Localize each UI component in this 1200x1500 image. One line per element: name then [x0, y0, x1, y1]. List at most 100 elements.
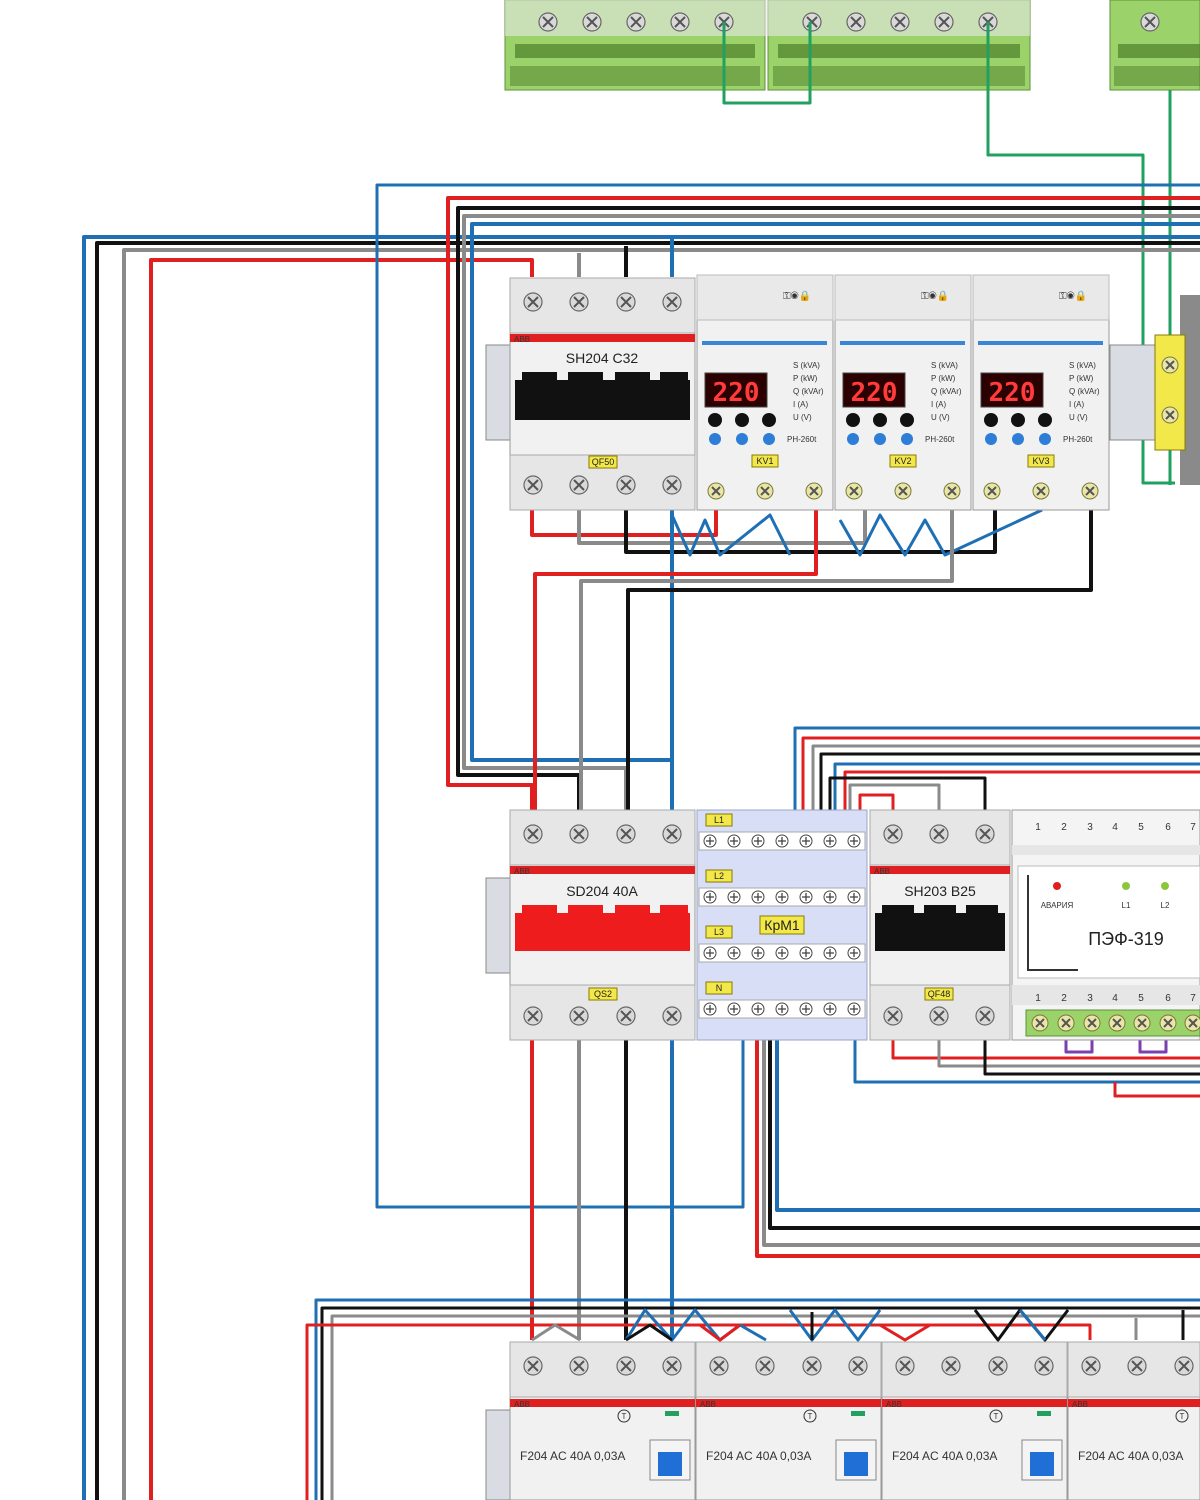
param-label: I (A) [793, 400, 808, 409]
phase-l1-label: L1 [714, 815, 724, 825]
test-button[interactable] [989, 1409, 1003, 1423]
qs2-model-label: SD204 40A [566, 883, 638, 899]
qf48-tag: QF48 [928, 989, 951, 999]
l1-led-label: L1 [1122, 901, 1131, 910]
breaker-qf48[interactable]: ABB SH203 B25 QF48 [869, 809, 1011, 1041]
qs2-toggles[interactable] [515, 905, 690, 951]
monitor-model-label: ПЭФ-319 [1088, 929, 1164, 949]
param-label: P (kW) [931, 374, 956, 383]
relay-kv3[interactable]: ⚿◉🔒 220 S (kVA) P (kW) Q (kVAr) I (A) U … [972, 274, 1110, 511]
down-button[interactable] [874, 433, 886, 445]
breaker-qf50[interactable]: ABB SH204 C32 QF50 [509, 277, 696, 511]
brand-logo: ABB [886, 1400, 902, 1409]
rcd-1-toggle[interactable] [658, 1452, 682, 1476]
kv1-tag: KV1 [756, 456, 773, 466]
kv2-tag: KV2 [894, 456, 911, 466]
rcd-4-model: F204 AC 40A 0,03A [1078, 1449, 1183, 1463]
qf48-toggles[interactable] [875, 905, 1005, 951]
qf48-model-label: SH203 B25 [904, 883, 976, 899]
qs2-tag: QS2 [594, 989, 612, 999]
alarm-label: АВАРИЯ [1041, 901, 1074, 910]
test-label: T [1180, 1412, 1185, 1421]
terminal-number: 2 [1061, 822, 1067, 833]
up-button[interactable] [1039, 433, 1051, 445]
switch-qs2[interactable]: ABB SD204 40A QS2 [509, 809, 696, 1041]
param-label: Q (kVAr) [1069, 387, 1100, 396]
terminal-number: 3 [1087, 822, 1093, 833]
phase-l2-label: L2 [714, 871, 724, 881]
wires [82, 22, 1200, 1500]
down-button[interactable] [736, 433, 748, 445]
param-label: U (V) [793, 413, 812, 422]
l2-led [1161, 882, 1169, 890]
param-label: P (kW) [793, 374, 818, 383]
rcd-1[interactable]: ABB T F204 AC 40A 0,03A [509, 1341, 696, 1500]
kv2-display: 220 [851, 378, 898, 408]
kv1-display: 220 [713, 378, 760, 408]
l2-led-label: L2 [1161, 901, 1170, 910]
relay-kv1[interactable]: ⚿◉🔒 220 S (kVA) P (kW) Q (kVAr) I (A) U … [696, 274, 834, 511]
rcd-3[interactable]: ABB T F204 AC 40A 0,03A [881, 1341, 1068, 1500]
lock-icon: ⚿◉🔒 [783, 290, 811, 302]
param-label: I (A) [1069, 400, 1084, 409]
rcd-2-toggle[interactable] [844, 1452, 868, 1476]
ok-button[interactable] [709, 433, 721, 445]
terminal-number: 1 [1035, 822, 1041, 833]
lock-icon: ⚿◉🔒 [921, 290, 949, 302]
up-button[interactable] [901, 433, 913, 445]
qf50-toggles[interactable] [515, 372, 690, 420]
param-label: P (kW) [1069, 374, 1094, 383]
rcd-2-model: F204 AC 40A 0,03A [706, 1449, 811, 1463]
terminal-number: 4 [1112, 822, 1118, 833]
brand-logo: ABB [514, 867, 530, 876]
terminal-number: 6 [1165, 993, 1171, 1004]
relay-kv2[interactable]: ⚿◉🔒 220 S (kVA) P (kW) Q (kVAr) I (A) U … [834, 274, 972, 511]
test-button[interactable] [803, 1409, 817, 1423]
up-button[interactable] [763, 433, 775, 445]
down-button[interactable] [1012, 433, 1024, 445]
ok-button[interactable] [985, 433, 997, 445]
param-label: S (kVA) [793, 361, 820, 370]
test-label: T [994, 1412, 999, 1421]
terminal-number: 7 [1190, 993, 1196, 1004]
rcd-3-model: F204 AC 40A 0,03A [892, 1449, 997, 1463]
busbar-krm1: L1 L2 L3 N КрМ1 [696, 809, 868, 1041]
monitor-pef319[interactable]: 1 2 3 4 5 6 7 АВАРИЯ L1 L2 ПЭФ-319 1 2 3… [1011, 809, 1200, 1041]
brand-logo: ABB [514, 1400, 530, 1409]
brand-logo: ABB [514, 335, 530, 344]
brand-logo: ABB [700, 1400, 716, 1409]
test-label: T [808, 1412, 813, 1421]
brand-logo: ABB [1072, 1400, 1088, 1409]
param-label: S (kVA) [1069, 361, 1096, 370]
kv2-model: PH-260t [925, 435, 955, 444]
kv3-tag: KV3 [1032, 456, 1049, 466]
l1-led [1122, 882, 1130, 890]
param-label: S (kVA) [931, 361, 958, 370]
test-button[interactable] [1175, 1409, 1189, 1423]
qf50-tag: QF50 [592, 457, 615, 467]
terminal-number: 5 [1138, 822, 1144, 833]
phase-l3-label: L3 [714, 927, 724, 937]
ok-button[interactable] [847, 433, 859, 445]
kv3-display: 220 [989, 378, 1036, 408]
terminal-number: 1 [1035, 993, 1041, 1004]
test-button[interactable] [617, 1409, 631, 1423]
param-label: Q (kVAr) [793, 387, 824, 396]
terminal-number: 3 [1087, 993, 1093, 1004]
kv3-model: PH-260t [1063, 435, 1093, 444]
qf50-model-label: SH204 C32 [566, 350, 639, 366]
phase-n-label: N [716, 983, 723, 993]
lock-icon: ⚿◉🔒 [1059, 290, 1087, 302]
rcd-4[interactable]: ABB T F204 AC 40A 0,03A [1067, 1341, 1200, 1500]
terminal-number: 5 [1138, 993, 1144, 1004]
test-label: T [622, 1412, 627, 1421]
terminal-number: 6 [1165, 822, 1171, 833]
rcd-1-model: F204 AC 40A 0,03A [520, 1449, 625, 1463]
terminal-number: 7 [1190, 822, 1196, 833]
busbar-tag: КрМ1 [764, 917, 800, 933]
param-label: I (A) [931, 400, 946, 409]
rcd-3-toggle[interactable] [1030, 1452, 1054, 1476]
rcd-2[interactable]: ABB T F204 AC 40A 0,03A [695, 1341, 882, 1500]
param-label: U (V) [1069, 413, 1088, 422]
